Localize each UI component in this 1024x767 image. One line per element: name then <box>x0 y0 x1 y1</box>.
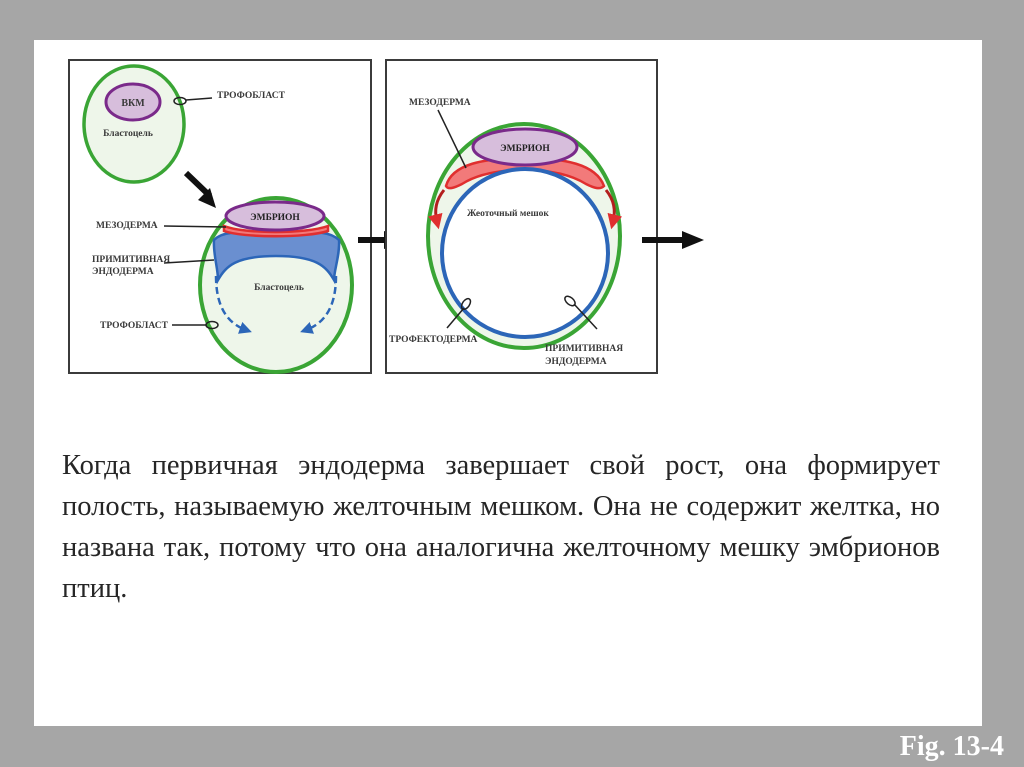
embryo-cell-left <box>224 200 326 232</box>
mesoderm-pointer-left <box>163 225 227 228</box>
trophoblast-label-bottom: ТРОФОБЛАСТ <box>100 321 169 331</box>
mesoderm-layer <box>222 224 330 238</box>
mesoderm-label-right: МЕЗОДЕРМА <box>409 98 471 108</box>
trophoblast-label-top: ТРОФОБЛАСТ <box>217 91 286 101</box>
blastocoel-label-top: Бластоцель <box>103 129 153 139</box>
endoderm-migration-arrow-left <box>214 275 252 334</box>
primitive-endoderm-label-right-1: ПРИМИТИВНАЯ <box>545 344 623 354</box>
icm-cell <box>104 82 162 122</box>
mesoderm-label-left: МЕЗОДЕРМА <box>96 221 158 231</box>
primitive-endoderm-pointer-left <box>163 259 215 264</box>
trophoblast-marker-top <box>173 96 187 106</box>
yolk-sac <box>440 167 610 339</box>
trophectoderm-label: ТРОФЕКТОДЕРМА <box>389 335 478 345</box>
trophectoderm-pointer <box>446 307 465 329</box>
mesoderm-arrow-left <box>427 189 446 230</box>
yolk-sac-label: Жеоточный мешок <box>467 208 549 219</box>
mesoderm-arrow-right <box>604 189 623 230</box>
primitive-endoderm-label-right-2: ЭНДОДЕРМА <box>545 357 607 367</box>
embryo-cell-right <box>471 127 579 167</box>
progress-arrow-right-head <box>682 231 704 249</box>
trophoblast-pointer-top <box>185 97 213 101</box>
caption-text: Когда первичная эндодерма завершает свой… <box>62 450 940 604</box>
trophoblast-marker-bottom <box>205 320 219 330</box>
icm-label: ВКМ <box>121 98 145 109</box>
embryo-label-right: ЭМБРИОН <box>500 144 550 154</box>
embryo-label-left: ЭМБРИОН <box>250 213 300 223</box>
progress-arrow-diagonal-head <box>198 188 216 208</box>
primitive-endoderm-pointer-right <box>573 303 598 330</box>
blastocyst-diagram: ВКМ Бластоцель ТРОФОБЛАСТ ЭМБРИОН Бласто… <box>68 59 704 374</box>
figure-label: Fig. 13-4 <box>899 731 1004 762</box>
progress-arrow-middle <box>358 237 386 243</box>
slide: ВКМ Бластоцель ТРОФОБЛАСТ ЭМБРИОН Бласто… <box>34 40 982 726</box>
primitive-endoderm-label-left-2: ЭНДОДЕРМА <box>92 267 154 277</box>
endoderm-migration-arrow-right <box>300 275 338 334</box>
mesoderm-pointer-right <box>437 109 467 169</box>
primitive-endoderm-label-left-1: ПРИМИТИВНАЯ <box>92 255 170 265</box>
progress-arrow-right <box>642 237 684 243</box>
blastocoel-label-bottom: Бластоцель <box>254 283 304 293</box>
